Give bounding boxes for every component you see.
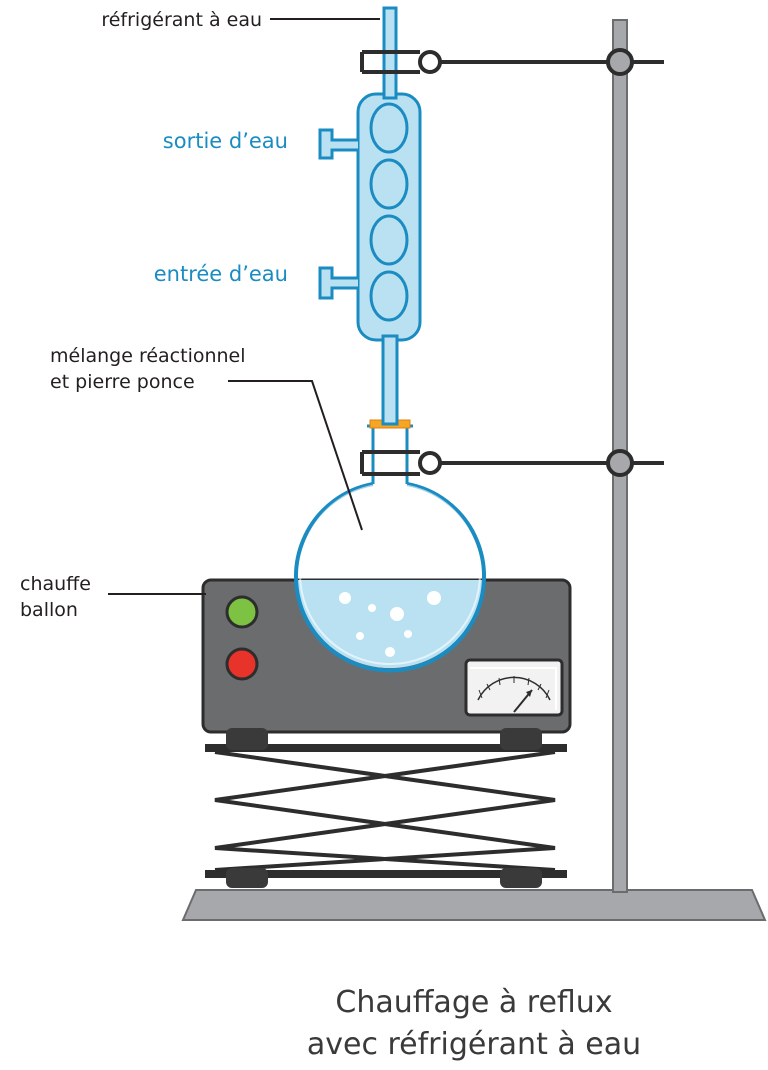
flask-clamp bbox=[360, 449, 664, 477]
green-indicator-light bbox=[225, 595, 259, 629]
boiling-bubbles bbox=[339, 591, 441, 657]
mixture-leader bbox=[228, 380, 363, 531]
mixture-label-line1: mélange réactionnel bbox=[50, 345, 246, 367]
stand-base bbox=[181, 889, 767, 921]
red-indicator-light bbox=[225, 647, 259, 681]
lab-jack bbox=[205, 744, 567, 888]
water-outlet-tube bbox=[318, 128, 358, 160]
water-inlet-label: entrée d’eau bbox=[154, 262, 288, 286]
top-clamp bbox=[360, 48, 664, 76]
heater-label-line2: ballon bbox=[20, 599, 78, 621]
water-condenser bbox=[356, 6, 422, 426]
condenser-label: réfrigérant à eau bbox=[101, 9, 262, 31]
water-outlet-label: sortie d’eau bbox=[163, 129, 288, 153]
mixture-label-line2: et pierre ponce bbox=[50, 371, 195, 393]
heater-label-line1: chauffe bbox=[20, 573, 91, 595]
caption-line2: avec réfrigérant à eau bbox=[307, 1027, 641, 1062]
caption-line1: Chauffage à reflux bbox=[335, 985, 612, 1020]
meter-gauge bbox=[464, 658, 564, 717]
water-inlet-tube bbox=[318, 266, 358, 300]
